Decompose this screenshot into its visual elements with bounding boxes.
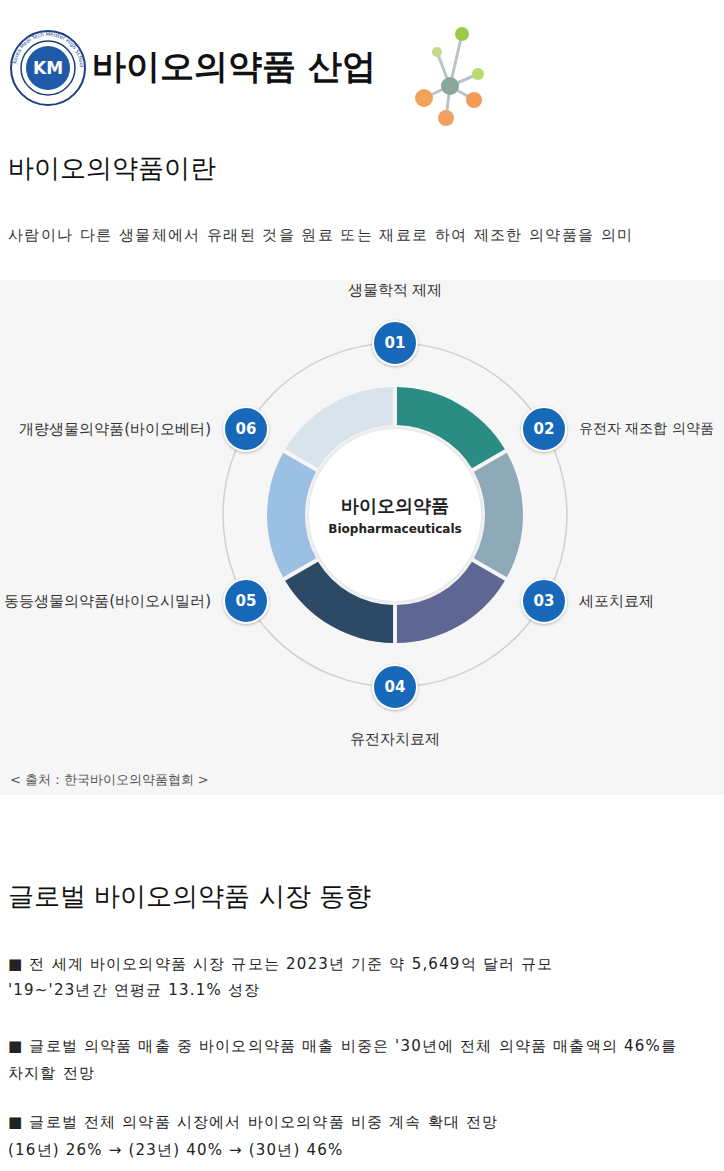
number-circle: 01생물학적 제제 bbox=[372, 320, 418, 366]
callout-number: 05 bbox=[236, 592, 257, 610]
donut-segment bbox=[474, 453, 523, 578]
number-circle: 03세포치료제 bbox=[521, 578, 567, 624]
page-title: 바이오의약품 산업 bbox=[92, 44, 376, 88]
bullet-text: ■ 글로벌 전체 의약품 시장에서 바이오의약품 비중 계속 확대 전망 bbox=[8, 1113, 498, 1133]
category-label: 유전자 재조합 의약품 bbox=[579, 420, 714, 438]
number-circle: 06개량생물의약품(바이오베터) bbox=[223, 406, 269, 452]
bullet-text: ■ 글로벌 의약품 매출 중 바이오의약품 매출 비중은 '30년에 전체 의약… bbox=[8, 1033, 716, 1087]
category-label: 동등생물의약품(바이오시밀러) bbox=[4, 592, 211, 611]
number-circle: 04유전자치료제 bbox=[372, 664, 418, 710]
number-circle: 02유전자 재조합 의약품 bbox=[521, 406, 567, 452]
bullet-text: ■ 전 세계 바이오의약품 시장 규모는 2023년 기준 약 5,649억 달… bbox=[8, 955, 554, 975]
molecule-atom bbox=[438, 110, 454, 126]
category-label: 세포치료제 bbox=[579, 592, 654, 611]
bullet-text: (16년) 26% → (23년) 40% → (30년) 46% bbox=[8, 1141, 344, 1161]
outer-ring bbox=[223, 343, 567, 687]
diagram-panel bbox=[0, 280, 724, 795]
bullet-text: '19~'23년간 연평균 13.1% 성장 bbox=[8, 981, 260, 1001]
source-note: < 출처 : 한국바이오의약품협회 > bbox=[10, 772, 209, 789]
molecule-atom bbox=[455, 27, 469, 41]
callout-number: 04 bbox=[385, 678, 406, 696]
number-circle: 05동등생물의약품(바이오시밀러) bbox=[223, 578, 269, 624]
molecule-atom bbox=[472, 68, 484, 80]
molecule-atom bbox=[466, 92, 482, 108]
molecule-atom bbox=[415, 89, 433, 107]
category-label: 개량생물의약품(바이오베터) bbox=[19, 420, 211, 439]
center-subtitle: Biopharmaceuticals bbox=[328, 522, 461, 536]
school-logo: Korea Medi Tech Meister High School bbox=[11, 31, 85, 105]
center-circle: 바이오의약품 Biopharmaceuticals bbox=[309, 429, 481, 601]
molecule-atom bbox=[432, 47, 442, 57]
callout-number: 02 bbox=[534, 420, 555, 438]
category-label: 생물학적 제제 bbox=[348, 281, 443, 300]
molecule-icon bbox=[415, 27, 484, 126]
callout-number: 06 bbox=[236, 420, 257, 438]
logo-outer bbox=[11, 31, 85, 105]
definition-text: 사람이나 다른 생물체에서 유래된 것을 원료 또는 재료로 하여 제조한 의약… bbox=[8, 226, 633, 246]
section-heading: 글로벌 바이오의약품 시장 동향 bbox=[8, 880, 371, 914]
donut-ring bbox=[267, 387, 523, 643]
logo-inner-ring bbox=[21, 41, 75, 95]
callout-number: 01 bbox=[385, 334, 406, 352]
section-heading: 바이오의약품이란 bbox=[8, 152, 216, 186]
molecule-core bbox=[441, 77, 459, 95]
logo-mark: KM bbox=[33, 57, 63, 79]
center-title: 바이오의약품 bbox=[341, 494, 449, 518]
callout-number: 03 bbox=[534, 592, 555, 610]
category-label: 유전자치료제 bbox=[350, 730, 440, 749]
logo-core bbox=[26, 46, 70, 90]
